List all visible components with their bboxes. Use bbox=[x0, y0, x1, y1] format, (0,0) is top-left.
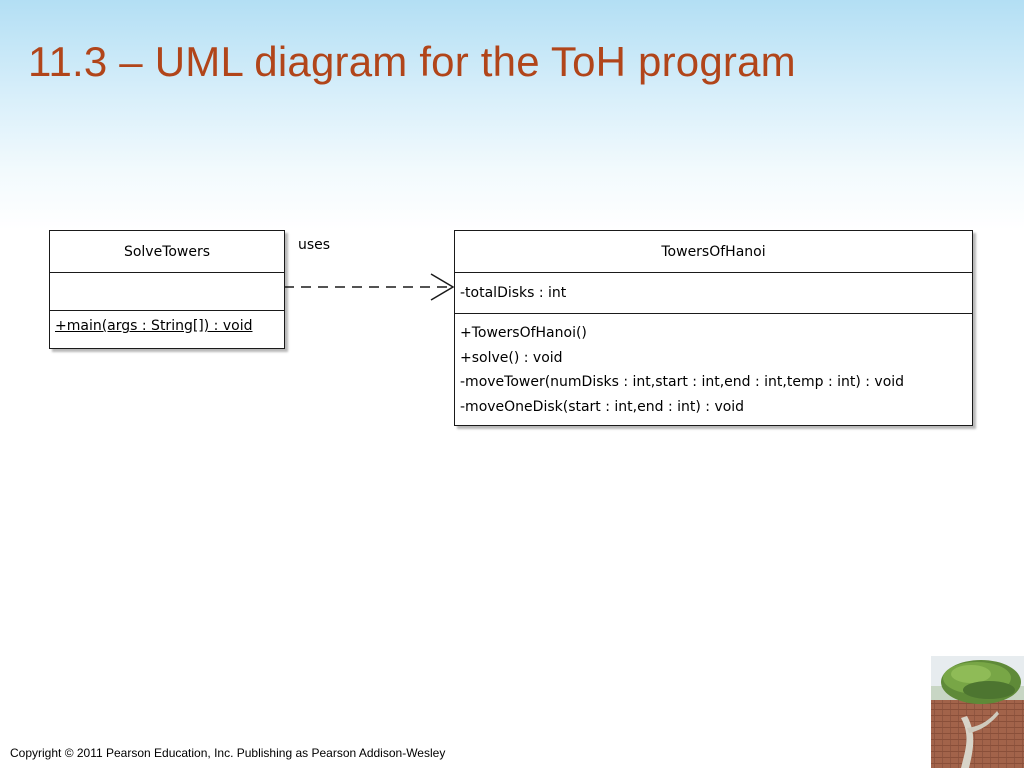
operation-solve: +solve() : void bbox=[460, 349, 563, 366]
attributes-compartment: -totalDisks : int bbox=[455, 273, 972, 314]
topiary-tree-photo bbox=[931, 656, 1024, 768]
attributes-compartment bbox=[50, 273, 284, 311]
attribute-totaldisks: -totalDisks : int bbox=[460, 285, 567, 301]
uml-class-towersofhanoi: TowersOfHanoi -totalDisks : int +TowersO… bbox=[454, 230, 973, 426]
operation-movetower: -moveTower(numDisks : int,start : int,en… bbox=[460, 374, 905, 390]
class-name: SolveTowers bbox=[50, 231, 284, 273]
copyright-footer: Copyright © 2011 Pearson Education, Inc.… bbox=[10, 746, 446, 760]
operations-compartment: +main(args : String[]) : void bbox=[50, 311, 284, 334]
operations-compartment: +TowersOfHanoi() +solve() : void -moveTo… bbox=[455, 314, 972, 419]
relationship-label: uses bbox=[298, 237, 331, 253]
uml-class-solvetowers: SolveTowers +main(args : String[]) : voi… bbox=[49, 230, 285, 349]
slide-title: 11.3 – UML diagram for the ToH program bbox=[28, 38, 796, 85]
class-name: TowersOfHanoi bbox=[455, 231, 972, 273]
operation-main: +main(args : String[]) : void bbox=[55, 318, 253, 334]
open-arrowhead bbox=[430, 273, 455, 301]
operation-moveonedisk: -moveOneDisk(start : int,end : int) : vo… bbox=[460, 398, 745, 415]
operation-constructor: +TowersOfHanoi() bbox=[460, 325, 587, 341]
